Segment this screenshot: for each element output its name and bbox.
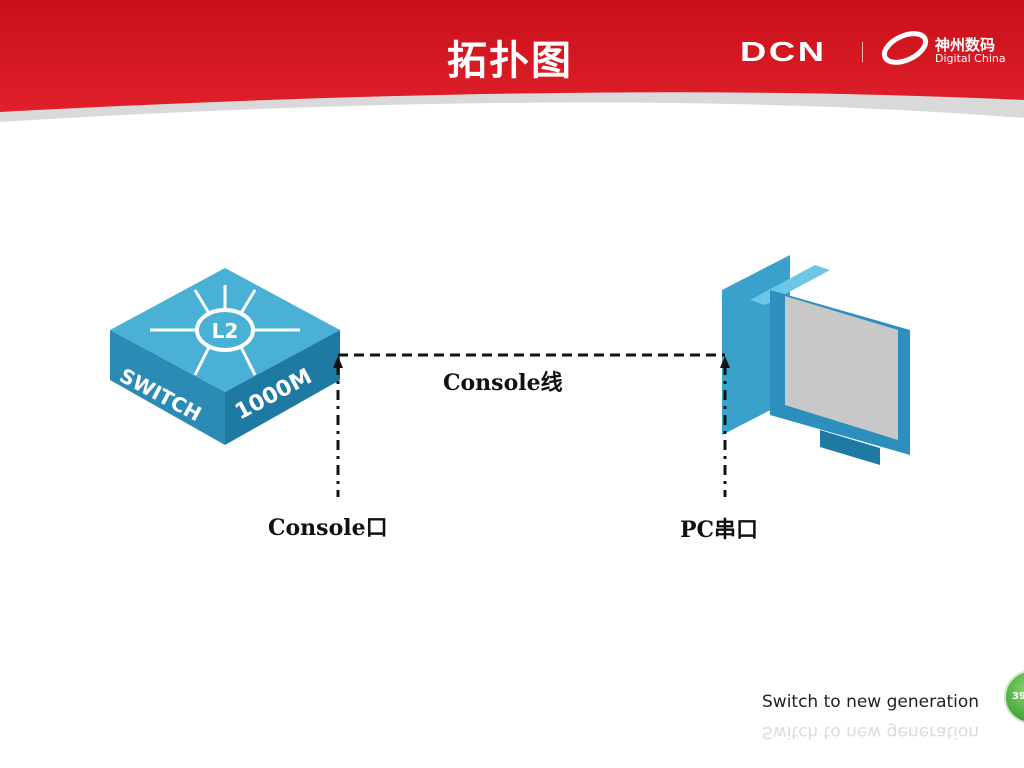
console-cable-label: Console线 [443,370,563,396]
footer-tagline: Switch to new generation [762,692,980,712]
logo-cn: 神州数码 [935,36,996,54]
digital-china-logo-icon [881,31,929,65]
switch-icon: L2 SWITCH 1000M [110,268,340,445]
page-title: 拓扑图 [447,38,573,84]
pc-serial-port-label: PC串口 [680,517,759,543]
switch-console-port-label: Console口 [268,515,388,541]
pc-icon [722,255,910,465]
switch-l2-text: L2 [212,319,239,343]
footer-tagline-reflection: Switch to new generation [762,722,980,742]
header-banner [0,0,1024,122]
dcn-logo: DCN [740,36,827,67]
logo-divider [862,42,863,62]
logo-en: Digital China [935,52,1006,65]
